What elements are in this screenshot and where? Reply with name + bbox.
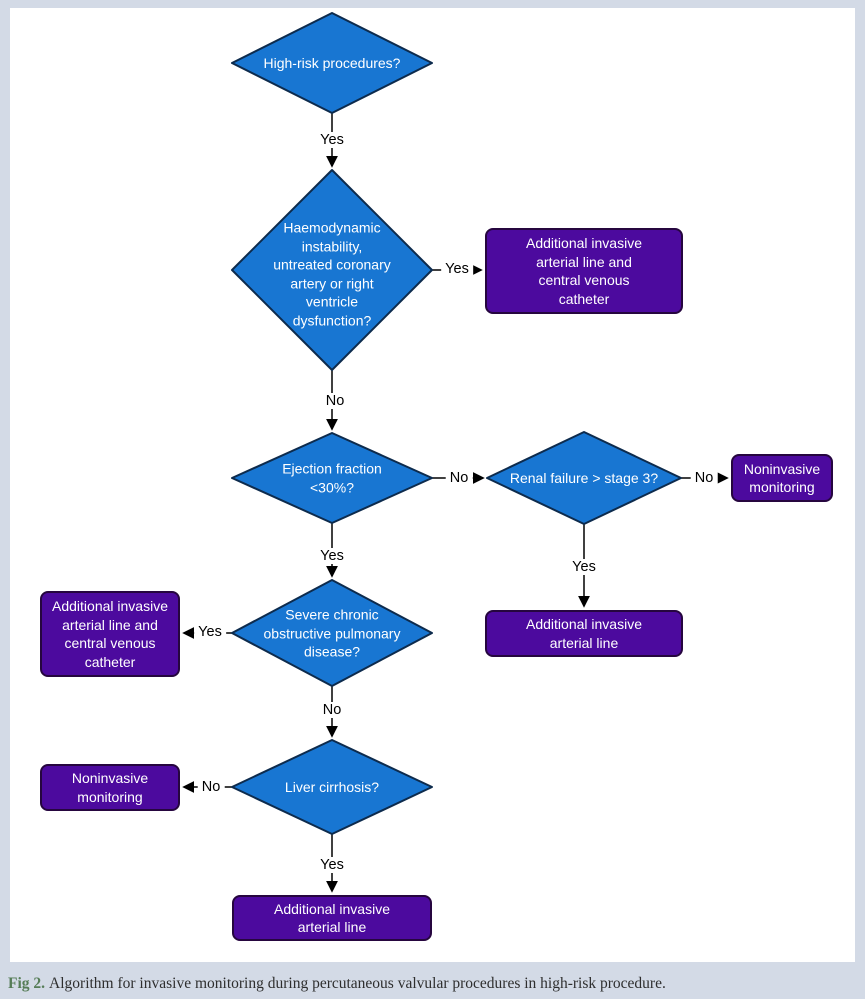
edge-label-liver-yes: Yes [316,857,348,873]
edge-label-highrisk-yes: Yes [316,132,348,148]
action-arterial-line-bottom: Additional invasive arterial line [232,895,432,941]
decision-haemodynamic-label: Haemodynamic instability, untreated coro… [273,219,391,329]
edge-label-ejection-yes: Yes [316,548,348,564]
action-arterial-line-cvc-right: Additional invasive arterial line and ce… [485,228,683,314]
edge-label-haemodynamic-yes: Yes [441,261,473,277]
edge-label-liver-no: No [197,779,225,795]
action-noninvasive-monitoring-left: Noninvasive monitoring [40,764,180,811]
edge-label-copd-yes: Yes [194,624,226,640]
edge-label-copd-no: No [318,702,346,718]
decision-haemodynamic-instability [231,169,433,371]
figure-caption: Fig 2.Algorithm for invasive monitoring … [0,962,865,999]
decision-renal-failure [486,431,682,525]
figure-number-label: Fig 2. [8,975,46,992]
decision-copd [231,579,433,687]
decision-ejection-fraction [231,432,433,524]
action-noninvasive-monitoring-right: Noninvasive monitoring [731,454,833,502]
decision-ejection-label: Ejection fraction <30%? [282,460,382,496]
decision-high-risk-procedures [231,12,433,114]
decision-high-risk-label: High-risk procedures? [263,54,401,71]
decision-liver-cirrhosis [231,739,433,835]
edge-label-haemodynamic-no: No [321,393,349,409]
flowchart-canvas: High-risk procedures? Haemodynamic insta… [10,8,855,962]
edge-label-renal-yes: Yes [568,559,600,575]
edge-label-renal-no: No [690,470,718,486]
decision-copd-label: Severe chronic obstructive pulmonary dis… [263,606,401,660]
flowchart-shapes-layer [182,12,729,893]
action-arterial-line-cvc-left: Additional invasive arterial line and ce… [40,591,180,677]
action-arterial-line-mid: Additional invasive arterial line [485,610,683,657]
decision-renal-label: Renal failure > stage 3? [509,469,659,486]
decision-liver-label: Liver cirrhosis? [284,778,380,795]
edge-label-ejection-no: No [445,470,473,486]
figure-caption-text: Algorithm for invasive monitoring during… [49,975,666,992]
